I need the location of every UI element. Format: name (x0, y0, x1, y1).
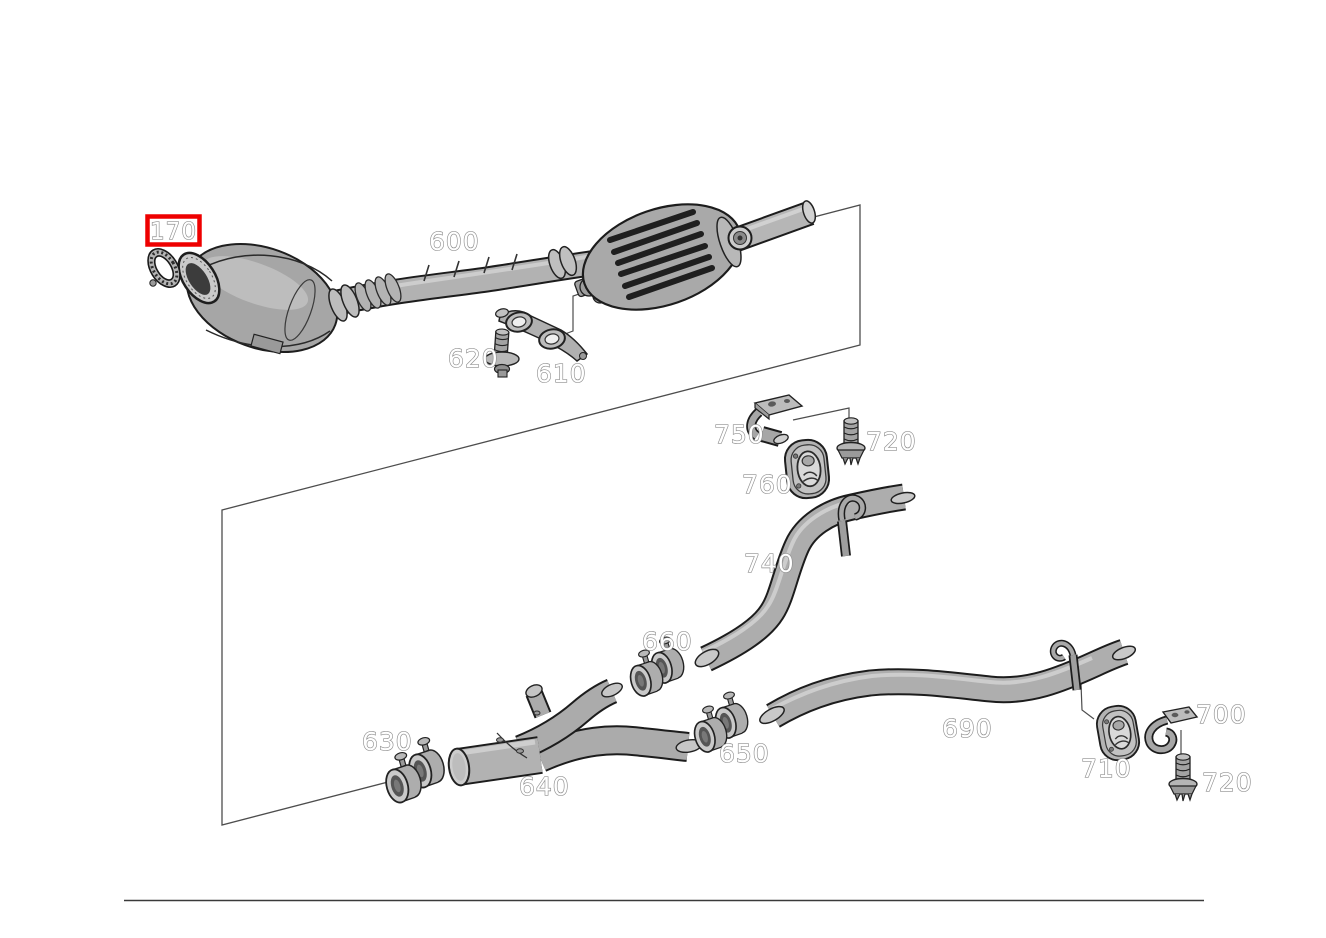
muffler-ribs (607, 209, 715, 300)
part-740-s-pipe[interactable] (692, 483, 916, 672)
part-700-hanger-bracket[interactable] (1144, 706, 1199, 755)
callout-720-upper[interactable]: 720 (865, 426, 917, 456)
callout-720-lower[interactable]: 720 (1201, 767, 1253, 797)
callout-600[interactable]: 600 (428, 226, 480, 256)
tail-pipe-end (801, 200, 817, 224)
pipe-weld-marks (423, 253, 518, 282)
part-720-expansion-bolt-lower[interactable] (1168, 753, 1198, 802)
callout-620[interactable]: 620 (447, 343, 499, 373)
callout-710[interactable]: 710 (1080, 753, 1132, 783)
part-690-rear-pipe[interactable] (757, 639, 1137, 728)
part-720-expansion-bolt-upper[interactable] (836, 417, 866, 466)
part-640-y-pipe[interactable] (447, 679, 703, 787)
callout-630[interactable]: 630 (361, 726, 413, 756)
part-170-seal-ring[interactable] (141, 243, 186, 293)
callout-650[interactable]: 650 (718, 738, 770, 768)
callout-740[interactable]: 740 (743, 548, 795, 578)
part-600-front-exhaust-assembly[interactable] (170, 185, 817, 372)
callout-750[interactable]: 750 (713, 419, 765, 449)
part-620-bolt[interactable] (484, 328, 520, 378)
leader-line-750-720 (792, 407, 850, 421)
perspective-plane-outline (221, 204, 861, 826)
part-610-support-bracket[interactable] (495, 307, 589, 362)
callout-760[interactable]: 760 (741, 469, 793, 499)
callout-170[interactable]: 170 (149, 218, 197, 245)
callout-610[interactable]: 610 (535, 358, 587, 388)
callout-700[interactable]: 700 (1195, 699, 1247, 729)
leader-line-610 (564, 290, 589, 335)
callout-660[interactable]: 660 (641, 626, 693, 656)
cat-bracket-tab (250, 333, 284, 355)
callout-690[interactable]: 690 (941, 713, 993, 743)
callout-640[interactable]: 640 (518, 771, 570, 801)
highlight-box-170 (145, 214, 202, 247)
part-750-hanger-bracket[interactable] (746, 394, 804, 447)
